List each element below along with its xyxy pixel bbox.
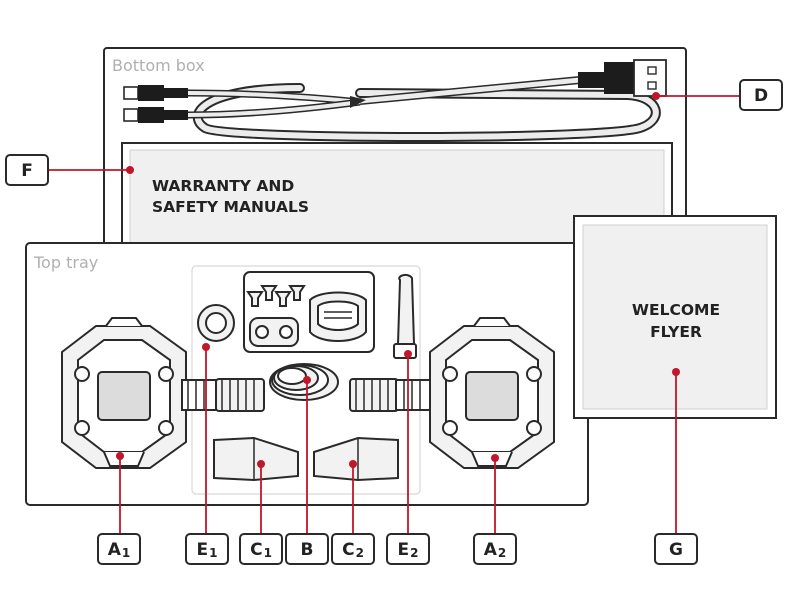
callout-d-letter: D bbox=[754, 86, 768, 106]
battery-pod-c2 bbox=[313, 436, 399, 482]
svg-text:E1: E1 bbox=[197, 540, 218, 560]
callout-e2-sub: 2 bbox=[410, 546, 418, 560]
pedal-spacer-rings bbox=[269, 363, 339, 401]
pedal-a2 bbox=[349, 317, 555, 469]
callout-e1-letter: E bbox=[197, 540, 209, 560]
callout-f-letter: F bbox=[21, 161, 33, 181]
welcome-flyer: WELCOME FLYER bbox=[573, 215, 777, 419]
warranty-title-line1: WARRANTY AND bbox=[152, 177, 294, 195]
callout-e1-sub: 1 bbox=[209, 546, 217, 560]
callout-c2: C2 bbox=[331, 533, 375, 565]
leader-dot-e2 bbox=[404, 350, 412, 358]
callout-c1-letter: C bbox=[250, 540, 262, 560]
svg-text:E2: E2 bbox=[398, 540, 419, 560]
callout-f: F bbox=[5, 154, 49, 186]
battery-pod-c1 bbox=[213, 436, 299, 482]
leader-dot-a2 bbox=[491, 454, 499, 462]
callout-a1: A1 bbox=[97, 533, 141, 565]
leader-dot-b bbox=[303, 376, 311, 384]
top-tray-title: Top tray bbox=[33, 253, 98, 272]
callout-e2: E2 bbox=[386, 533, 430, 565]
warranty-title-line2: SAFETY MANUALS bbox=[152, 198, 309, 216]
bottom-box-title: Bottom box bbox=[112, 56, 205, 75]
leader-dot-c2 bbox=[349, 460, 357, 468]
cleat-screws bbox=[246, 285, 306, 307]
welcome-title-line1: WELCOME bbox=[632, 301, 720, 319]
top-tray: Top tray bbox=[25, 242, 589, 506]
callout-c2-sub: 2 bbox=[356, 546, 364, 560]
leader-dot-f bbox=[126, 166, 134, 174]
svg-text:A2: A2 bbox=[484, 540, 507, 560]
callout-e1: E1 bbox=[185, 533, 229, 565]
callout-c1-sub: 1 bbox=[264, 546, 272, 560]
svg-text:C1: C1 bbox=[250, 540, 272, 560]
leader-dot-e1 bbox=[202, 343, 210, 351]
callout-b: B bbox=[285, 533, 329, 565]
pedal-a1 bbox=[61, 317, 265, 469]
welcome-title-line2: FLYER bbox=[650, 323, 702, 341]
callout-a1-letter: A bbox=[108, 540, 122, 560]
callout-a2-letter: A bbox=[484, 540, 498, 560]
callout-a2-sub: 2 bbox=[498, 546, 506, 560]
svg-text:C2: C2 bbox=[342, 540, 364, 560]
leader-dot-d bbox=[652, 92, 660, 100]
leader-dot-c1 bbox=[257, 460, 265, 468]
svg-text:A1: A1 bbox=[108, 540, 131, 560]
leader-dot-a1 bbox=[116, 452, 124, 460]
cleat-hardware-bag bbox=[243, 271, 375, 353]
tool-e2 bbox=[393, 273, 417, 359]
leader-dot-g bbox=[672, 368, 680, 376]
callout-a1-sub: 1 bbox=[122, 546, 130, 560]
leader-lines bbox=[48, 92, 740, 534]
callout-a2: A2 bbox=[473, 533, 517, 565]
callout-g: G bbox=[654, 533, 698, 565]
callout-c2-letter: C bbox=[342, 540, 354, 560]
washer-e1 bbox=[197, 304, 235, 342]
usb-charging-cable bbox=[123, 59, 667, 142]
callout-d: D bbox=[739, 79, 783, 111]
callout-g-letter: G bbox=[669, 540, 683, 560]
bottom-box: Bottom box bbox=[103, 47, 687, 279]
callout-e2-letter: E bbox=[398, 540, 410, 560]
callout-c1: C1 bbox=[239, 533, 283, 565]
callout-b-letter: B bbox=[301, 540, 314, 560]
